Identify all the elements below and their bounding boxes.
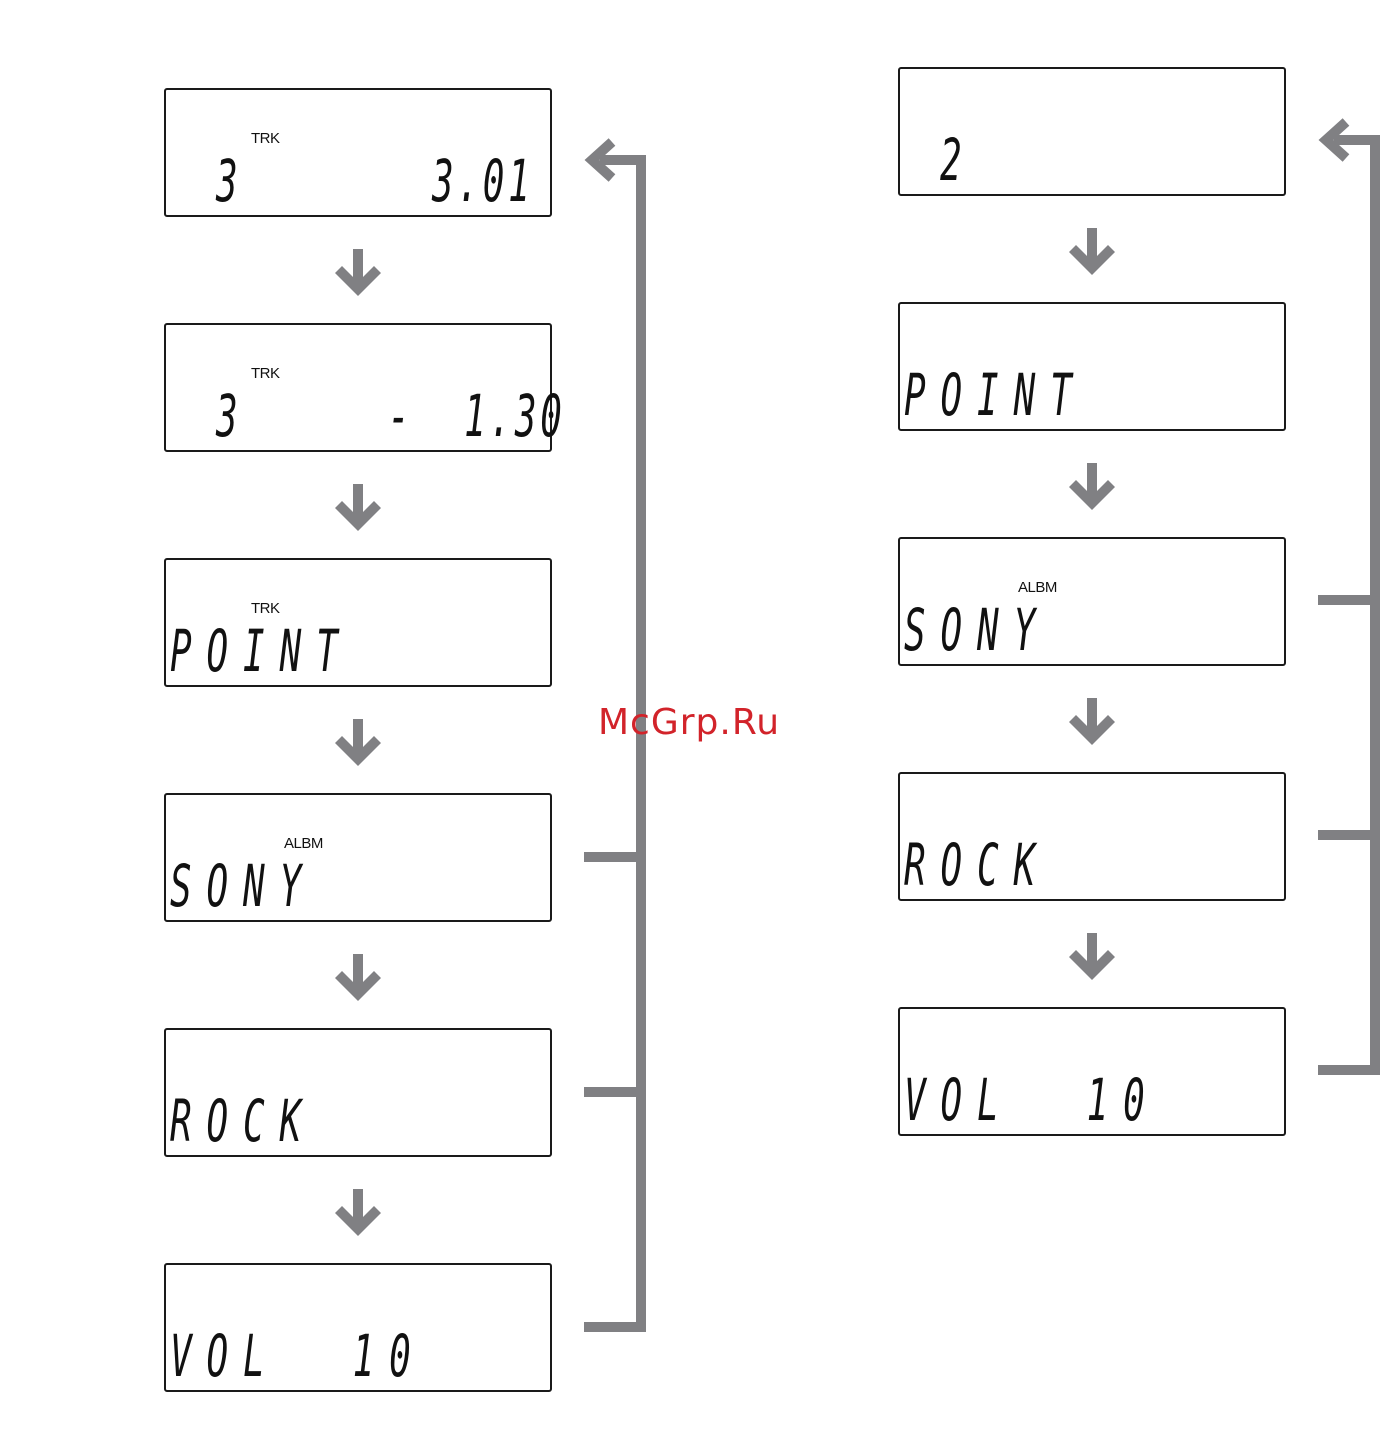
watermark: McGrp.Ru <box>598 702 780 743</box>
